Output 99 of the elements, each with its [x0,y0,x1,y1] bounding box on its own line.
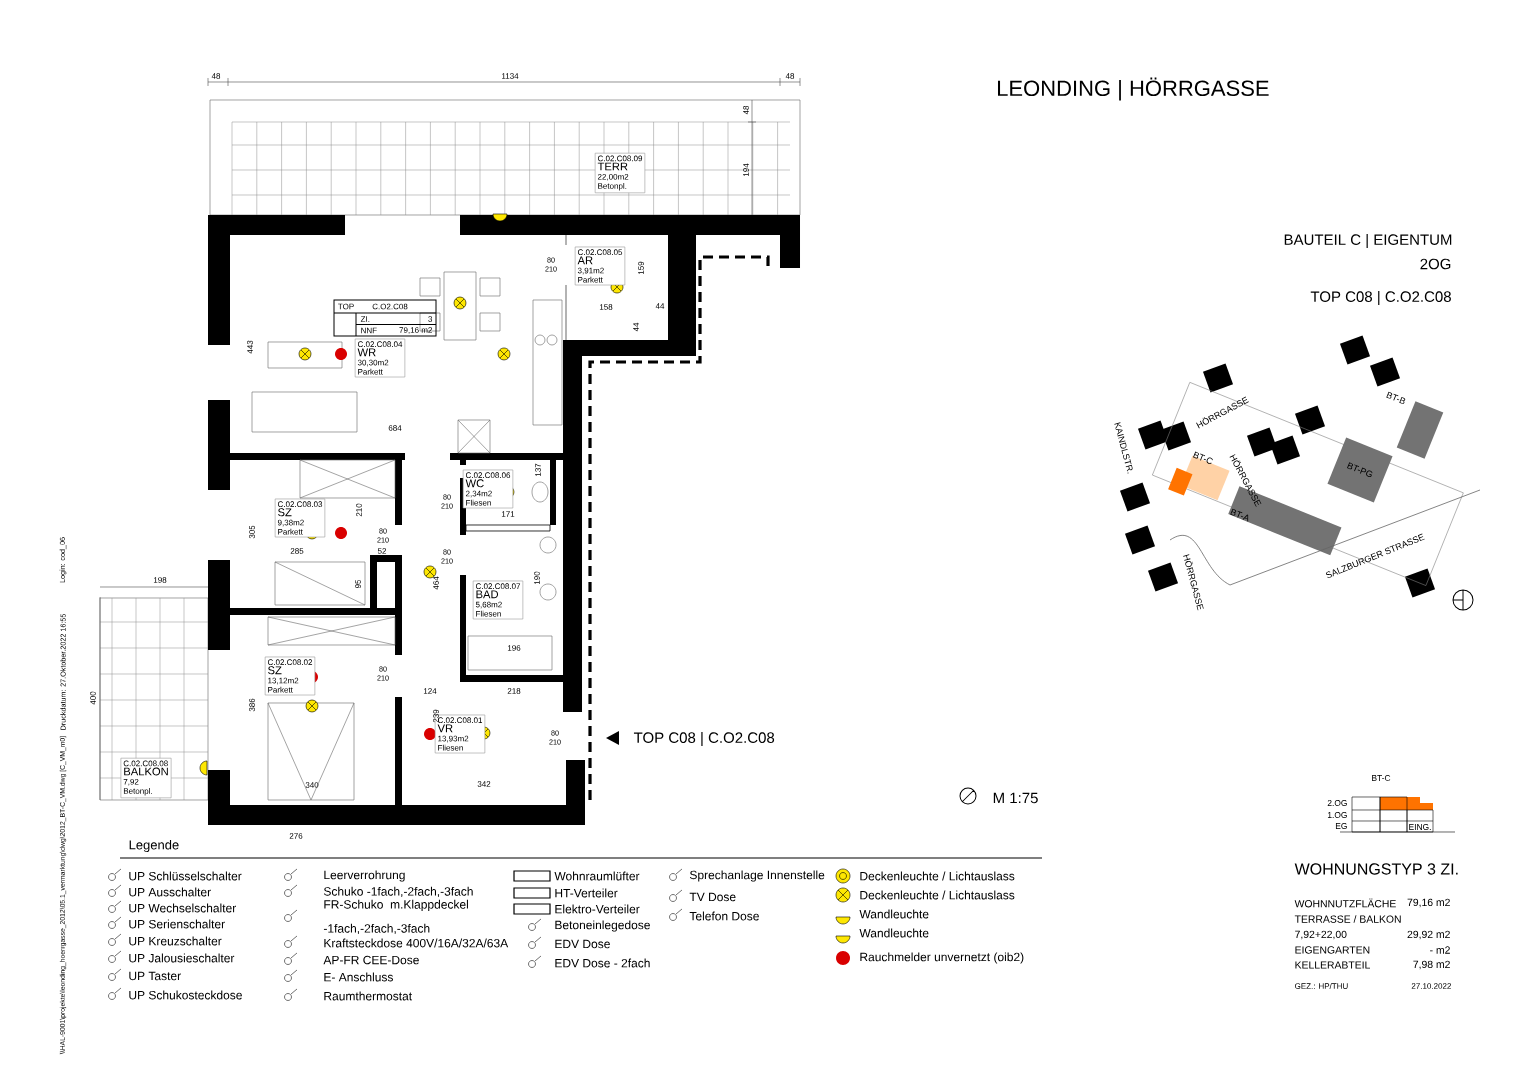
dimension-label: 48 [785,73,795,79]
room-label: C.02.C08.06 WC 2,34m2 Fliesen [462,469,514,509]
table-cell: 79,16 m2 [399,327,432,334]
table-cell: EIGENGARTEN [1295,946,1370,954]
building-name: BT-C [1193,451,1213,464]
dimension-label: 44 [633,322,639,332]
floor-label: 2.OG [1327,800,1347,806]
room-label: C.02.C08.07 BAD 5,68m2 Fliesen [472,580,524,620]
heading: BAUTEIL C | EIGENTUM [1284,234,1452,248]
legend-text: Rauchmelder unvernetzt (oib2) [860,952,1024,964]
dimension-label: 158 [599,304,613,310]
dimension-label: 196 [507,645,521,651]
dimension-label: 342 [477,781,491,787]
legend-text: Wohnraumlüfter [554,871,640,881]
legend-text: Elektro-Verteiler [555,904,640,914]
dimension-label: 464 [433,576,439,590]
legend-text: Schuko -1fach,-2fach,-3fach [323,886,473,898]
building-name: BT-PG [1347,462,1373,478]
legend-text: Wandleuchte [859,928,929,938]
dimension-label: 124 [423,688,437,694]
dimension-label: 285 [290,548,304,554]
dimension-label: 190 [534,571,540,585]
dimension-label: 400 [90,691,96,705]
heading: WOHNUNGSTYP 3 ZI. [1294,863,1458,875]
table-cell: WOHNNUTZFLÄCHE [1294,898,1396,908]
room-label: C.02.C08.02 SZ 13,12m2 Parkett [264,656,316,696]
table-cell: TOP [338,303,354,310]
room-label: C.02.C08.09 TERR 22,00m2 Betonpl. [594,152,646,194]
dimension-label: 95 [355,579,361,589]
dimension-label: 305 [249,525,255,539]
dimension-label: 340 [305,782,319,788]
table-cell: - m2 [1430,946,1450,954]
room-label: C.02.C08.03 SZ 9,38m2 Parkett [274,498,326,538]
room-label: C.02.C08.04 WR 30,30m2 Parkett [354,338,406,378]
dimension-label: 218 [507,688,521,694]
legend-text: HT-Verteiler [555,888,618,898]
floor-label: EG [1335,823,1347,829]
legend-text: E- Anschluss [324,972,393,982]
table-cell: C.O2.C08 [372,303,408,310]
table-cell: ZI. [360,316,370,322]
building-name: BT-A [1230,508,1249,522]
table-cell: 7,92+22,00 [1295,930,1347,940]
floor-label: 1.OG [1327,812,1347,818]
dimension-label: 198 [153,577,167,583]
room-label: C.02.C08.08 BALKON 7,92 Betonpl. [120,757,172,799]
legend-text: Sprechanlage Innenstelle [689,870,825,882]
legend-text: AP-FR CEE-Dose [323,955,419,965]
dimension-label: 137 [535,463,541,477]
heading: 2OG [1420,258,1451,270]
legend-text: Kraftsteckdose 400V/16A/32A/63A [324,938,509,948]
legend-text: Telefon Dose [689,911,759,921]
table-cell: TERRASSE / BALKON [1294,915,1401,923]
table-cell: KELLERABTEIL [1295,961,1370,969]
dimension-label: 276 [289,833,303,839]
table-cell: 79,16 m2 [1407,898,1450,908]
legend-text: UP Kreuzschalter [129,936,222,946]
legend-text: UP Schlüsselschalter [129,871,242,881]
legend-text: UP Serienschalter [129,919,225,929]
dimension-label: 44 [655,303,665,309]
table-cell: 3 [428,316,433,322]
heading: TOP C08 | C.O2.C08 [1310,291,1451,305]
dimension-label: 48 [211,73,221,79]
legend-text: UP Jalousieschalter [129,953,235,963]
note: 27.10.2022 [1411,983,1451,989]
legend-text: FR-Schuko m.Klappdeckel -1fach,-2fach,-3fach [323,899,468,935]
dimension-label: 52 [377,548,387,554]
dimension-label: 443 [247,340,253,354]
title: LEONDING | HÖRRGASSE [998,77,1269,101]
floor-label: BT-C [1372,775,1391,781]
legend-text: Deckenleuchte / Lichtauslass [860,871,1015,881]
legend-text: EDV Dose - 2fach [555,958,650,968]
legend-text: Betoneinlegedose [555,920,650,932]
legend-text: Deckenleuchte / Lichtauslass [860,890,1015,900]
legend-text: Leerverrohrung [324,870,405,882]
dimension-label: 386 [249,698,255,712]
legend-text: Wandleuchte [859,909,929,919]
floor-label: EING. [1409,824,1431,830]
legend-text: TV Dose [689,892,736,902]
note: GEZ.: HP/THU [1295,983,1348,989]
table-cell: 29,92 m2 [1407,930,1450,940]
dimension-label: 1134 [502,73,519,79]
scale-label: M 1:75 [993,792,1038,804]
legend-text: UP Ausschalter [129,887,211,897]
entrance-label: TOP C08 | C.O2.C08 [633,732,775,746]
legend-text: UP Wechselschalter [129,903,236,913]
room-label: C.02.C08.05 AR 3,91m2 Parkett [574,246,626,286]
legend-text: UP Taster [129,971,181,981]
dimension-label: 684 [388,425,402,431]
table-cell: 7,98 m2 [1413,960,1450,970]
legend-text: UP Schukosteckdose [129,990,242,1000]
dimension-label: 159 [638,261,644,275]
dimension-label: 210 [356,503,362,517]
legend-heading: Legende [129,839,179,853]
building-name: BT-B [1386,391,1406,404]
dimension-label: 194 [743,163,749,177]
legend-text: EDV Dose [555,939,610,949]
dimension-label: 239 [433,709,439,723]
dimension-label: 48 [743,105,749,115]
legend-text: Raumthermostat [324,991,412,1001]
